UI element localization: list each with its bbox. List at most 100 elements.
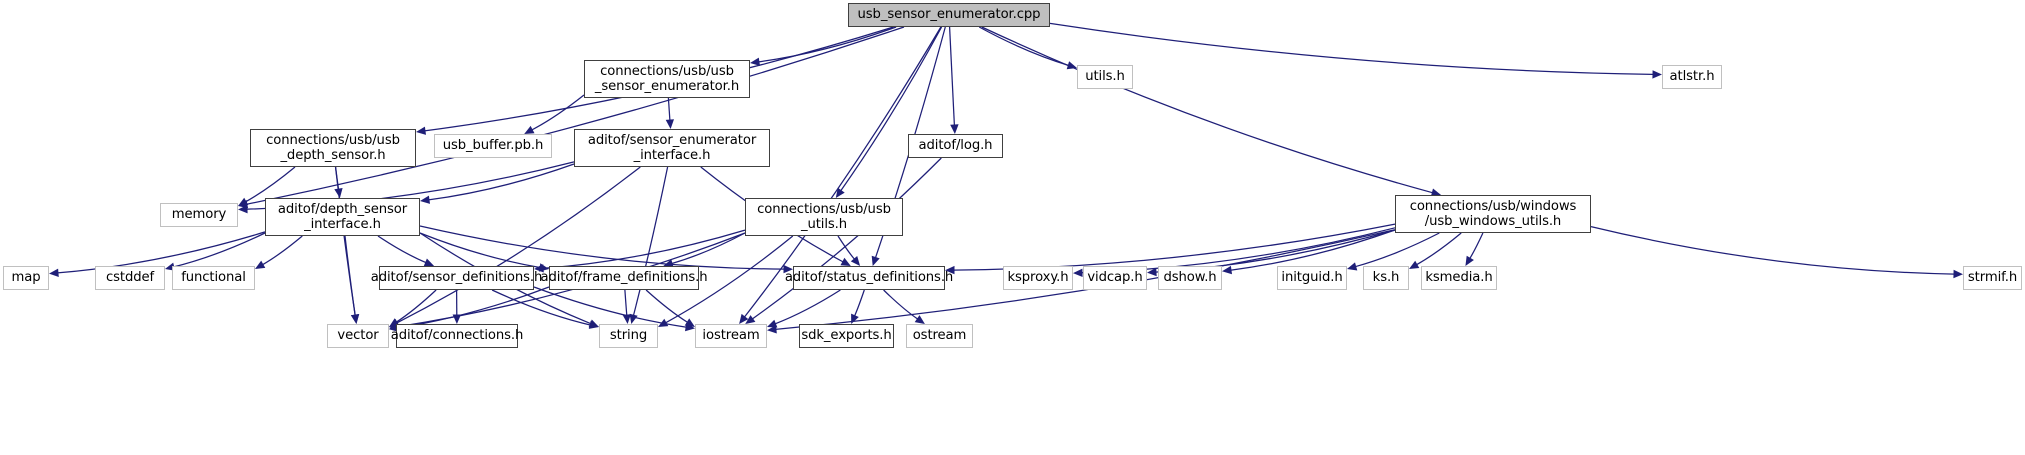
graph-node-dshow[interactable]: dshow.h: [1158, 266, 1222, 290]
graph-node-cstddef[interactable]: cstddef: [95, 266, 165, 290]
graph-edge-arrowhead: [420, 195, 430, 204]
graph-node-usb_buffer[interactable]: usb_buffer.pb.h: [434, 134, 552, 158]
graph-edge-arrowhead: [588, 320, 599, 329]
graph-edge-arrowhead: [835, 187, 845, 198]
graph-node-label: ks.h: [1372, 270, 1400, 286]
graph-node-aditof_log[interactable]: aditof/log.h: [908, 134, 1003, 158]
graph-node-depth_if[interactable]: aditof/depth_sensor _interface.h: [265, 198, 420, 236]
graph-edge-arrowhead: [684, 318, 695, 327]
graph-edge: [491, 289, 591, 326]
graph-edge-arrowhead: [871, 255, 880, 266]
graph-node-initguid[interactable]: initguid.h: [1277, 266, 1347, 290]
graph-node-connections[interactable]: aditof/connections.h: [391, 324, 523, 348]
graph-edge-arrowhead: [1409, 260, 1420, 269]
graph-edge-arrowhead: [783, 264, 793, 274]
graph-node-ostream[interactable]: ostream: [906, 324, 973, 348]
graph-edge-arrowhead: [622, 314, 631, 324]
graph-node-ksmedia[interactable]: ksmedia.h: [1421, 266, 1497, 290]
graph-edge-arrowhead: [745, 315, 756, 324]
graph-edge: [173, 232, 266, 268]
graph-node-ks[interactable]: ks.h: [1363, 266, 1409, 290]
graph-edge-arrowhead: [851, 313, 859, 324]
graph-node-label: aditof/sensor_enumerator _interface.h: [587, 132, 757, 164]
graph-edge: [246, 26, 905, 205]
graph-node-vidcap[interactable]: vidcap.h: [1083, 266, 1147, 290]
graph-edge-arrowhead: [950, 124, 959, 134]
graph-node-string[interactable]: string: [599, 324, 658, 348]
graph-edge-arrowhead: [663, 259, 674, 268]
graph-edge: [1469, 232, 1484, 260]
graph-edge-arrowhead: [665, 119, 674, 129]
graph-node-frame_defs[interactable]: aditof/frame_definitions.h: [540, 266, 708, 290]
graph-edge-arrowhead: [524, 125, 535, 134]
graph-node-label: aditof/log.h: [918, 138, 993, 154]
graph-edge-arrowhead: [534, 264, 544, 273]
graph-node-label: connections/usb/usb _utils.h: [757, 201, 891, 233]
graph-node-label: ostream: [912, 328, 967, 344]
graph-node-memory[interactable]: memory: [160, 203, 238, 227]
graph-edge: [948, 26, 956, 126]
graph-node-label: aditof/connections.h: [390, 328, 524, 344]
graph-node-label: initguid.h: [1281, 270, 1343, 286]
graph-edge: [419, 232, 541, 269]
graph-edge: [396, 166, 641, 324]
graph-edge: [377, 235, 427, 264]
graph-node-usb_utils[interactable]: connections/usb/usb _utils.h: [745, 198, 903, 236]
graph-node-label: dshow.h: [1163, 270, 1217, 286]
graph-edge: [751, 157, 942, 320]
graph-node-functional[interactable]: functional: [172, 266, 255, 290]
graph-edge: [774, 289, 841, 325]
graph-node-root[interactable]: usb_sensor_enumerator.cpp: [848, 3, 1050, 27]
graph-node-label: iostream: [702, 328, 760, 344]
graph-node-label: ksmedia.h: [1425, 270, 1493, 286]
graph-edge: [883, 289, 919, 320]
graph-node-label: vector: [337, 328, 379, 344]
graph-edge-arrowhead: [1347, 262, 1358, 271]
graph-edge: [262, 235, 303, 266]
graph-edge-arrowhead: [1147, 267, 1157, 277]
graph-edge: [632, 166, 669, 316]
graph-node-label: connections/usb/windows /usb_windows_uti…: [1409, 198, 1577, 230]
graph-edge-arrowhead: [1222, 265, 1232, 275]
graph-node-vector[interactable]: vector: [327, 324, 389, 348]
graph-edge: [1355, 232, 1440, 268]
graph-node-conn_enum[interactable]: connections/usb/usb _sensor_enumerator.h: [584, 60, 750, 98]
graph-edge-arrowhead: [255, 260, 266, 269]
graph-node-sdk_exports[interactable]: sdk_exports.h: [799, 324, 894, 348]
graph-edge-arrowhead: [739, 313, 749, 324]
graph-node-map[interactable]: map: [3, 266, 49, 290]
graph-node-atlstr[interactable]: atlstr.h: [1662, 65, 1722, 89]
graph-edge: [1416, 232, 1462, 266]
graph-node-label: connections/usb/usb _sensor_enumerator.h: [594, 63, 740, 95]
graph-node-label: cstddef: [105, 270, 155, 286]
graph-edge-arrowhead: [238, 205, 248, 214]
graph-node-sensor_defs[interactable]: aditof/sensor_definitions.h: [371, 266, 542, 290]
graph-edge: [645, 289, 689, 324]
graph-edge: [665, 235, 794, 324]
graph-node-label: vidcap.h: [1087, 270, 1143, 286]
graph-node-sensor_enum_if[interactable]: aditof/sensor_enumerator _interface.h: [574, 129, 770, 167]
graph-node-label: memory: [171, 207, 227, 223]
graph-node-status_defs[interactable]: aditof/status_definitions.h: [785, 266, 953, 290]
graph-node-iostream[interactable]: iostream: [695, 324, 767, 348]
graph-node-label: strmif.h: [1967, 270, 2018, 286]
graph-edge-arrowhead: [49, 268, 59, 277]
graph-node-ksproxy[interactable]: ksproxy.h: [1003, 266, 1073, 290]
graph-edge-arrowhead: [840, 257, 851, 266]
graph-node-label: string: [609, 328, 648, 344]
graph-edge-arrowhead: [350, 314, 360, 324]
graph-edge-arrowhead: [1953, 269, 1963, 279]
graph-node-win_utils[interactable]: connections/usb/windows /usb_windows_uti…: [1395, 195, 1591, 233]
graph-node-utils[interactable]: utils.h: [1077, 65, 1133, 89]
graph-node-conn_depth[interactable]: connections/usb/usb _depth_sensor.h: [250, 129, 416, 167]
graph-edge: [344, 235, 356, 316]
graph-node-label: utils.h: [1085, 69, 1125, 85]
graph-edge: [758, 26, 897, 63]
graph-edge-arrowhead: [945, 265, 955, 275]
graph-edge: [1049, 22, 1654, 76]
graph-node-label: atlstr.h: [1669, 69, 1715, 85]
graph-edge: [743, 26, 942, 318]
graph-node-strmif[interactable]: strmif.h: [1963, 266, 2022, 290]
graph-edge: [245, 166, 296, 203]
